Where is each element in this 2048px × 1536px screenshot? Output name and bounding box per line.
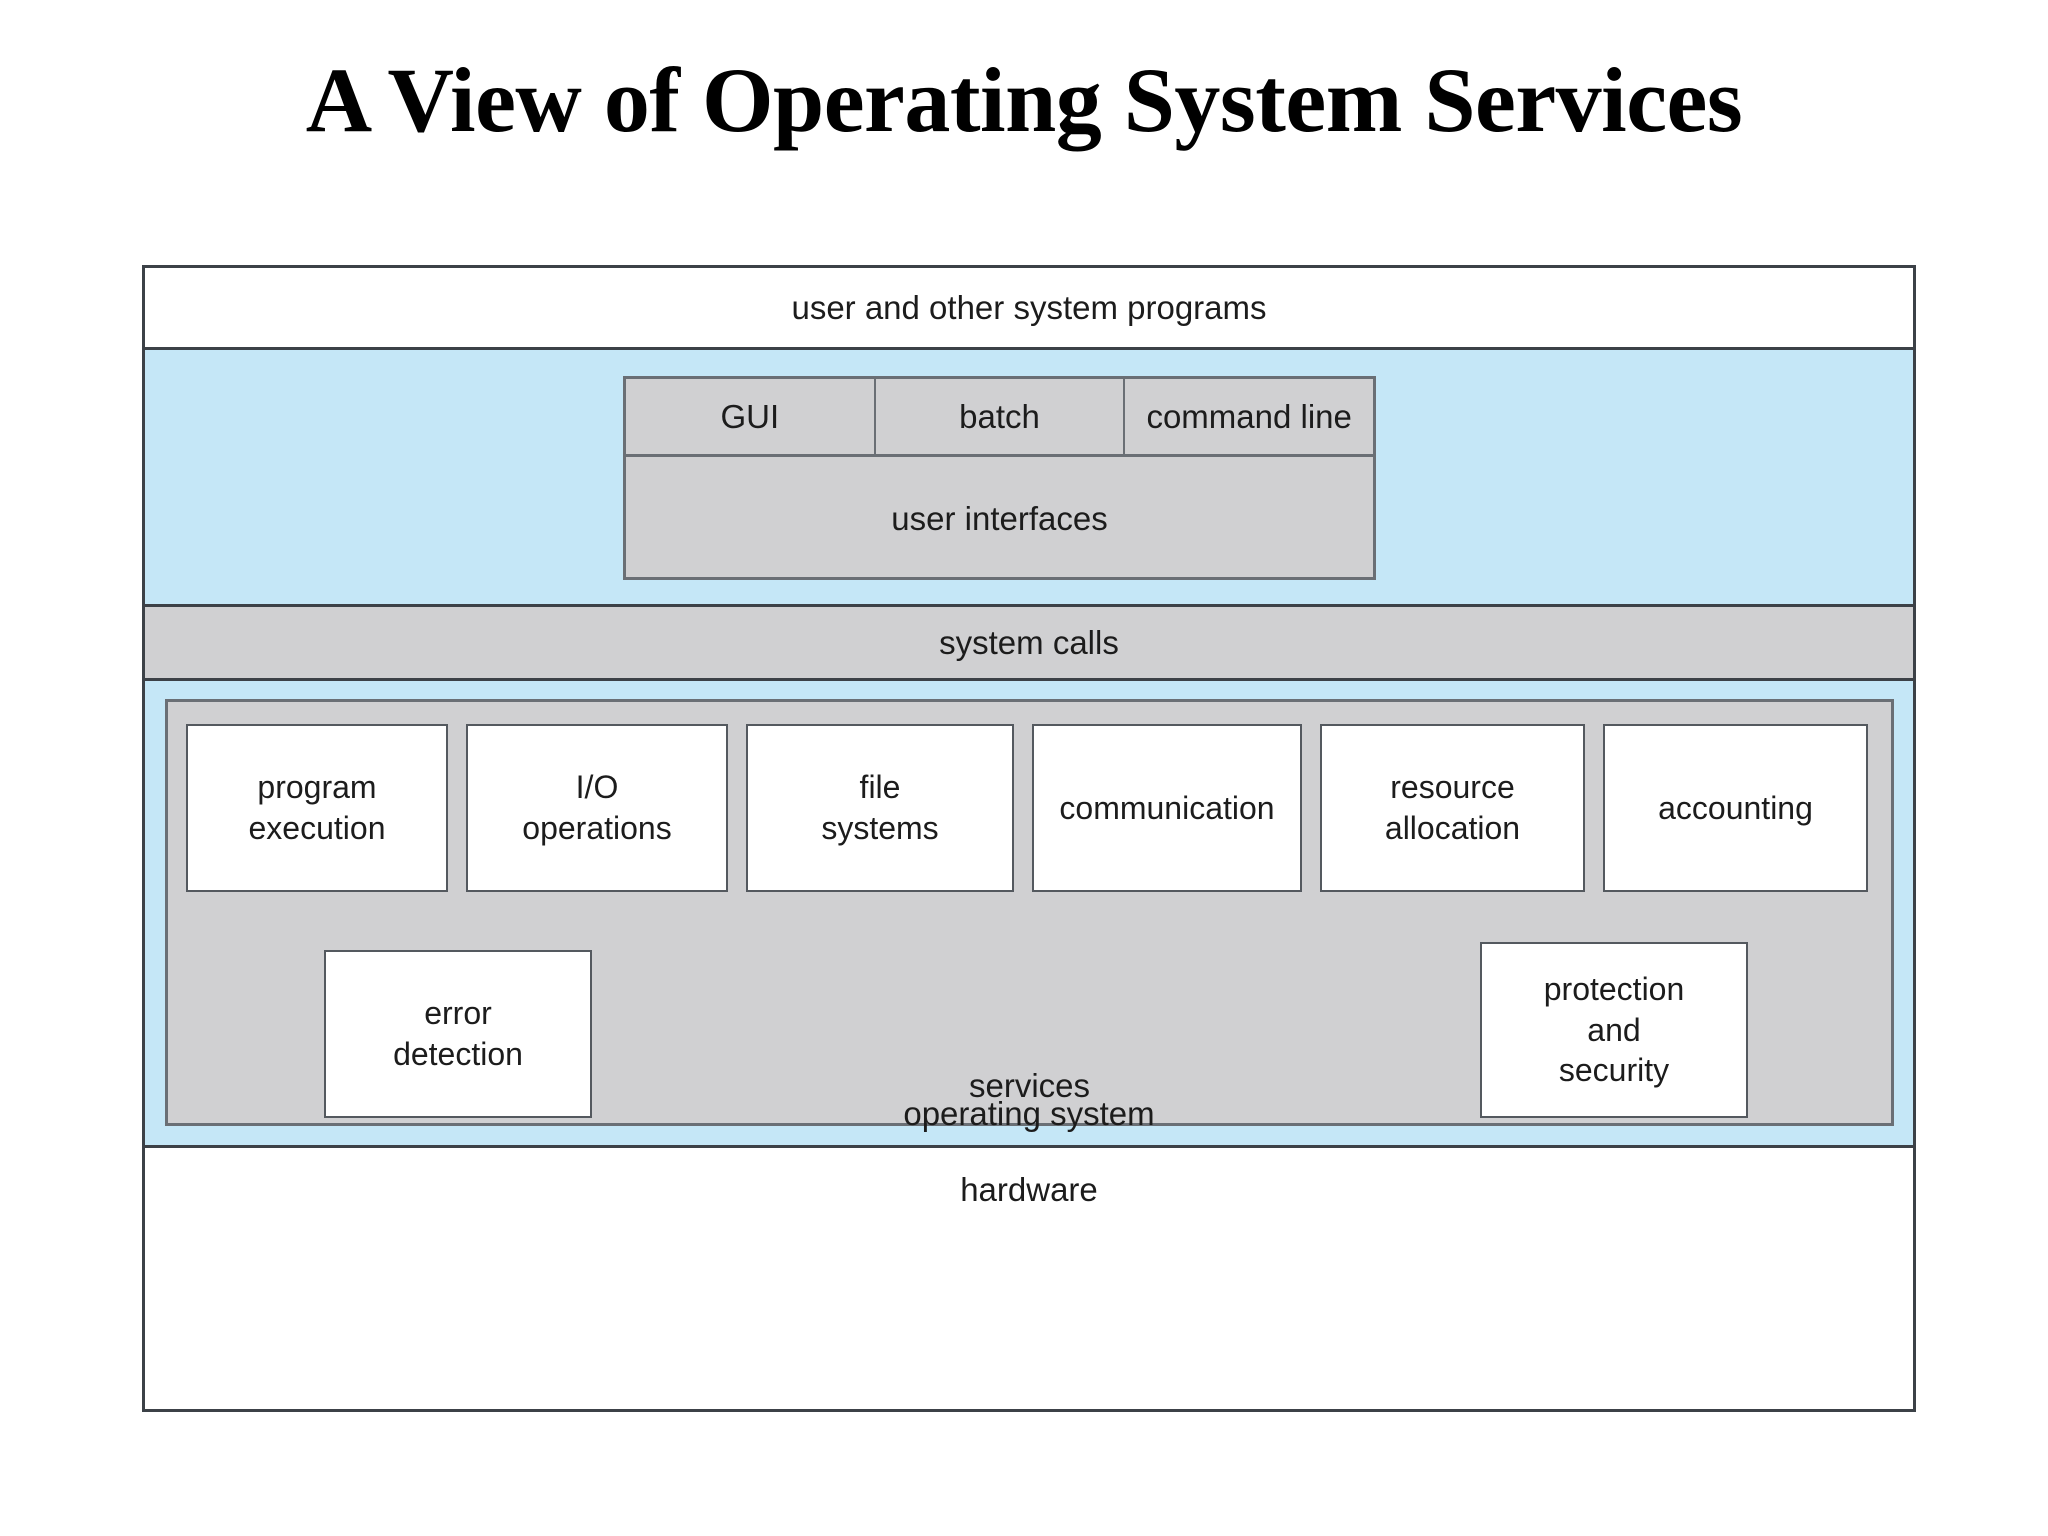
- services-row-top: program execution I/O operations file syste…: [186, 724, 1873, 892]
- service-box-resource-allocation[interactable]: resource allocation: [1320, 724, 1585, 892]
- service-box-program-execution-label: program execution: [249, 767, 386, 849]
- user-interfaces-label: user interfaces: [891, 499, 1108, 537]
- ui-mode-gui[interactable]: GUI: [626, 379, 876, 454]
- line2: allocation: [1384, 810, 1521, 846]
- user-interfaces-label-cell: user interfaces: [626, 457, 1373, 580]
- service-box-accounting-label: accounting: [1658, 789, 1813, 826]
- service-box-io-operations-label: I/O operations: [522, 767, 671, 849]
- line1: program: [257, 769, 377, 806]
- layer-hardware: hardware: [145, 1148, 1913, 1232]
- services-panel: program execution I/O operations file syste…: [165, 699, 1894, 1126]
- page-title: A View of Operating System Services: [305, 49, 1743, 151]
- layer-system-calls-label: system calls: [939, 623, 1119, 661]
- line2: detection: [393, 1036, 523, 1072]
- layer-operating-system-caption: operating system: [145, 1095, 1913, 1133]
- service-box-error-detection-label: error detection: [393, 993, 523, 1075]
- layer-hardware-label: hardware: [960, 1171, 1098, 1208]
- layer-operating-system-region: program execution I/O operations file syste…: [145, 681, 1913, 1148]
- service-box-accounting[interactable]: accounting: [1603, 724, 1868, 892]
- service-box-protection-and-security[interactable]: protection and security: [1480, 942, 1748, 1118]
- ui-mode-batch[interactable]: batch: [876, 379, 1126, 454]
- layer-operating-system-label: operating system: [903, 1095, 1155, 1132]
- user-interfaces-group: GUI batch command line user interfaces: [623, 376, 1376, 580]
- services-caption: services: [168, 1067, 1891, 1105]
- line1: resource: [1390, 769, 1515, 806]
- layer-user-interfaces-region: GUI batch command line user interfaces: [145, 350, 1913, 607]
- services-caption-label: services: [968, 1067, 1091, 1104]
- ui-mode-batch-label: batch: [959, 397, 1040, 435]
- line3: security: [1558, 1052, 1670, 1089]
- line2: and: [1587, 1011, 1641, 1048]
- layer-user-programs: user and other system programs: [145, 268, 1913, 350]
- user-interface-modes-row: GUI batch command line: [626, 379, 1373, 457]
- line2: execution: [248, 810, 386, 846]
- layer-user-programs-label: user and other system programs: [791, 288, 1267, 326]
- line1: file: [859, 769, 901, 806]
- line1: I/O: [575, 769, 619, 806]
- service-box-io-operations[interactable]: I/O operations: [466, 724, 728, 892]
- line1: error: [424, 995, 492, 1032]
- service-box-program-execution[interactable]: program execution: [186, 724, 448, 892]
- service-box-communication[interactable]: communication: [1032, 724, 1302, 892]
- service-box-resource-allocation-label: resource allocation: [1385, 767, 1520, 849]
- layer-system-calls: system calls: [145, 607, 1913, 681]
- line2: operations: [522, 810, 672, 846]
- line2: systems: [821, 810, 939, 846]
- os-services-diagram: user and other system programs GUI batch…: [142, 265, 1916, 1412]
- ui-mode-command-line-label: command line: [1146, 397, 1352, 435]
- service-box-error-detection[interactable]: error detection: [324, 950, 592, 1118]
- ui-mode-command-line[interactable]: command line: [1125, 379, 1373, 454]
- ui-mode-gui-label: GUI: [720, 397, 780, 435]
- line1: protection: [1543, 970, 1685, 1007]
- service-box-communication-label: communication: [1059, 789, 1275, 826]
- service-box-protection-and-security-label: protection and security: [1544, 969, 1685, 1092]
- service-box-file-systems-label: file systems: [821, 767, 938, 849]
- service-box-file-systems[interactable]: file systems: [746, 724, 1014, 892]
